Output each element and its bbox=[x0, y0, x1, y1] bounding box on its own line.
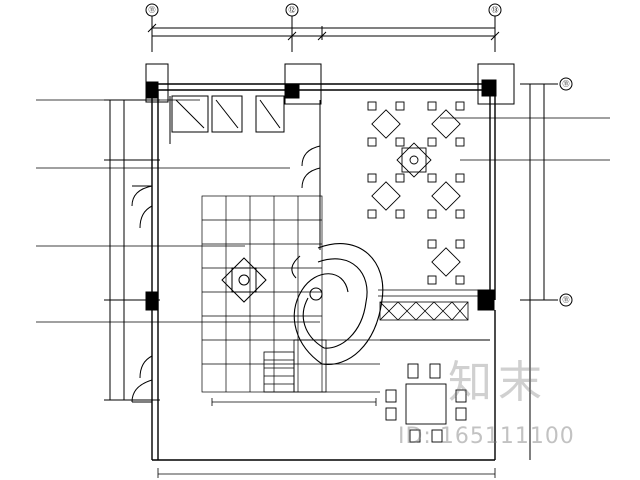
dining-tables bbox=[367, 101, 465, 285]
right-grid-axes bbox=[520, 77, 573, 460]
tiled-floor bbox=[201, 195, 380, 393]
display-cabinet bbox=[378, 289, 478, 321]
curved-counter bbox=[291, 243, 384, 365]
grid-axis-marker bbox=[285, 3, 299, 17]
grid-axis-marker bbox=[145, 3, 159, 17]
grid-axis-marker bbox=[559, 77, 573, 91]
service-rooms bbox=[169, 95, 321, 250]
grid-axis-marker bbox=[488, 3, 502, 17]
top-grid-axes bbox=[145, 3, 502, 52]
grid-label-top-2: ⑫ bbox=[288, 6, 296, 14]
grid-label-right-1: ⑪ bbox=[562, 80, 570, 88]
grid-label-top-1: ⑪ bbox=[148, 6, 156, 14]
columns bbox=[145, 63, 515, 311]
entrance-doors bbox=[131, 185, 153, 403]
watermark-logo: 知末 bbox=[448, 357, 548, 408]
bottom-dimension bbox=[157, 398, 496, 478]
tile-table bbox=[221, 257, 267, 303]
stair bbox=[263, 339, 327, 393]
annotation-leaders bbox=[36, 99, 610, 323]
watermark-id: ID: 165111100 bbox=[398, 424, 575, 449]
grid-label-right-2: ⑪ bbox=[562, 296, 570, 304]
grid-axis-marker bbox=[559, 293, 573, 307]
outer-walls bbox=[151, 83, 496, 461]
lower-dining-set bbox=[380, 339, 490, 443]
grid-label-top-3: ⑬ bbox=[491, 6, 499, 14]
